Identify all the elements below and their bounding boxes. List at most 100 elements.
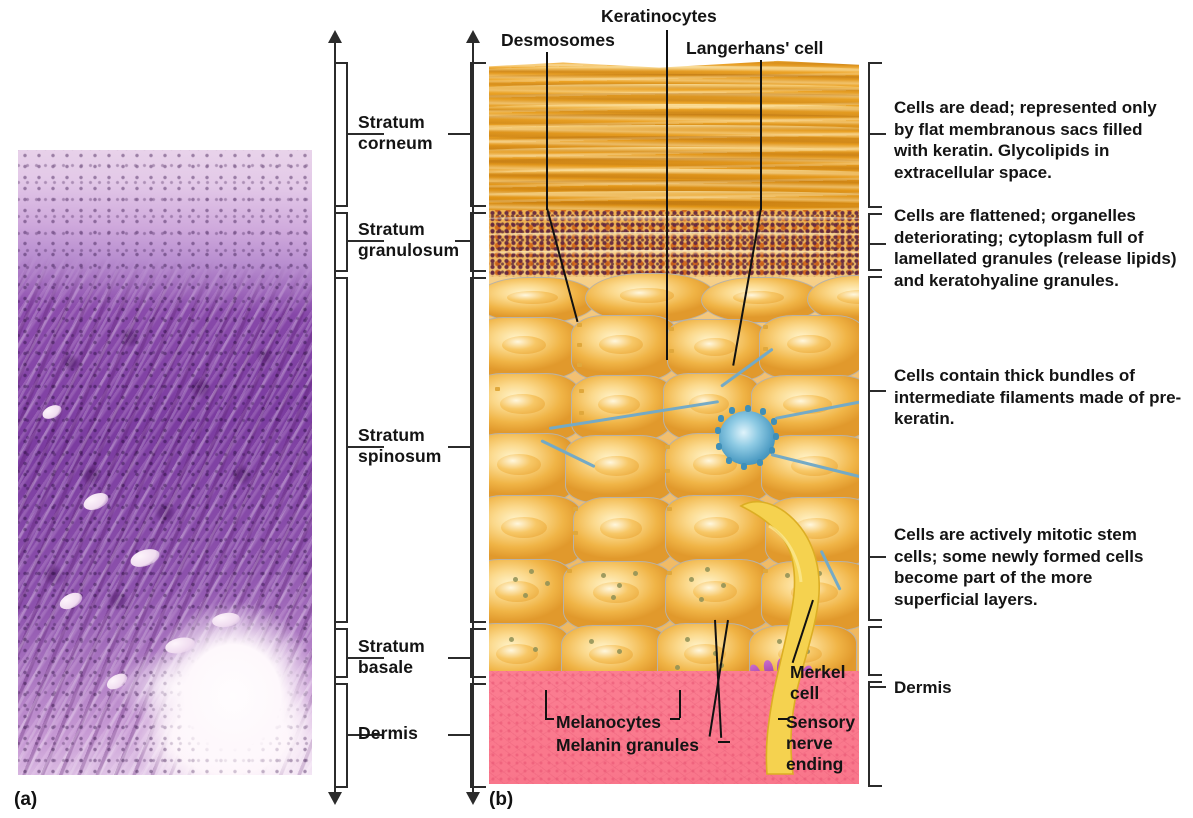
leader-basale	[364, 657, 384, 659]
bracket-basale-spine	[346, 628, 348, 678]
description-dermis: Dermis	[894, 678, 952, 697]
bracket-granulosum-spine	[346, 212, 348, 272]
desc-bracket-dermis-bottom	[868, 785, 882, 787]
keratinocyte	[573, 497, 675, 567]
micrograph-panel-a	[18, 150, 312, 775]
bracket-basale-top	[334, 628, 348, 630]
leader-sensory-nerve	[778, 718, 788, 720]
description-stratum-granulosum: Cells are flattened; organelles deterior…	[894, 206, 1177, 290]
leader-melanocyte-left	[545, 690, 547, 718]
bracket-granulosum-bottom	[334, 270, 348, 272]
leader-spinosum	[364, 446, 384, 448]
leader-keratinocytes	[666, 30, 668, 360]
leader-dermis	[364, 734, 384, 736]
desc-tick-granulosum	[870, 243, 886, 245]
illus-bracket-basale-bottom	[472, 676, 486, 678]
leader-granulosum-right	[455, 240, 470, 242]
callout-melanocytes: Melanocytes	[556, 712, 662, 732]
keratinocyte	[667, 319, 769, 381]
illus-bracket-dermis-spine	[470, 683, 472, 788]
label-dermis: Dermis	[358, 723, 418, 743]
desc-bracket-spinosum-bottom	[868, 619, 882, 621]
bracket-corneum-spine	[346, 62, 348, 207]
bracket-dermis-top	[334, 683, 348, 685]
desc-bracket-basale-bottom	[868, 674, 882, 676]
desc-bracket-granulosum-spine	[868, 213, 870, 271]
desc-bracket-spinosum-spine	[868, 276, 870, 621]
callout-melanin-granules: Melanin granules	[556, 735, 699, 755]
illustration-axis-arrow-up	[466, 30, 480, 43]
illus-bracket-dermis-bottom	[472, 786, 486, 788]
panel-b-tag: (b)	[489, 789, 514, 810]
description-stratum-corneum: Cells are dead; represented only by flat…	[894, 98, 1157, 182]
desc-tick-dermis	[870, 686, 886, 688]
leader-corneum	[364, 133, 384, 135]
epidermis-axis-arrow-down	[328, 792, 342, 805]
callout-sensory-nerve-ending: Sensory nerve ending	[786, 712, 856, 774]
keratinocyte	[563, 561, 675, 631]
bracket-granulosum-tick	[348, 240, 364, 242]
epidermis-axis-arrow-up	[328, 30, 342, 43]
bracket-dermis-bottom	[334, 786, 348, 788]
keratinocyte	[489, 373, 581, 441]
desc-tick-corneum	[870, 133, 886, 135]
illustration-axis-line	[472, 42, 474, 792]
desc-bracket-corneum-top	[868, 62, 882, 64]
bracket-spinosum-spine	[346, 277, 348, 623]
bracket-corneum-tick	[348, 133, 364, 135]
desc-tick-spinosum	[870, 390, 886, 392]
illus-bracket-spinosum-top	[472, 277, 486, 279]
desc-bracket-basale-top	[868, 626, 882, 628]
bracket-basale-tick	[348, 657, 364, 659]
leader-basale-right	[448, 657, 470, 659]
micrograph-lumen	[123, 600, 312, 775]
illus-bracket-spinosum-bottom	[472, 621, 486, 623]
epidermis-axis-line	[334, 42, 336, 792]
illus-bracket-basale-spine	[470, 628, 472, 678]
illus-bracket-spinosum-spine	[470, 277, 472, 623]
label-stratum-corneum: Stratum corneum	[358, 112, 433, 153]
illus-bracket-dermis-top	[472, 683, 486, 685]
langerhans-cell	[713, 405, 781, 471]
leader-langerhans-1	[760, 60, 762, 210]
keratinocyte	[571, 315, 677, 381]
desc-bracket-spinosum-top	[868, 276, 882, 278]
illus-bracket-granulosum-top	[472, 212, 486, 214]
skin-surface-contour	[489, 58, 859, 68]
illus-bracket-granulosum-bottom	[472, 270, 486, 272]
label-stratum-basale: Stratum basale	[358, 636, 425, 677]
label-stratum-spinosum: Stratum spinosum	[358, 425, 442, 466]
desc-bracket-granulosum-top	[868, 213, 882, 215]
stratum-corneum-layer	[489, 58, 859, 210]
illustration-axis-arrow-down	[466, 792, 480, 805]
bracket-spinosum-tick	[348, 446, 364, 448]
leader-spinosum-right	[448, 446, 470, 448]
bracket-spinosum-bottom	[334, 621, 348, 623]
leader-corneum-right	[448, 133, 470, 135]
desc-bracket-dermis-top	[868, 681, 882, 683]
callout-desmosomes: Desmosomes	[501, 30, 615, 50]
leader-melanin-granules-foot	[718, 741, 730, 743]
description-stratum-basale: Cells are actively mitotic stem cells; s…	[894, 525, 1144, 609]
desc-tick-basale	[870, 556, 886, 558]
callout-langerhans-cell: Langerhans' cell	[686, 38, 824, 58]
leader-granulosum	[364, 240, 384, 242]
desc-bracket-basale-spine	[868, 626, 870, 676]
desc-bracket-dermis-spine	[868, 681, 870, 787]
keratinocyte	[585, 273, 717, 323]
keratinocyte	[489, 495, 583, 567]
desc-bracket-corneum-bottom	[868, 206, 882, 208]
bracket-corneum-bottom	[334, 205, 348, 207]
label-stratum-granulosum: Stratum granulosum	[358, 219, 460, 260]
keratinocyte	[571, 375, 673, 441]
keratinocyte	[489, 559, 573, 631]
langerhans-cell-body	[719, 411, 775, 465]
illus-bracket-basale-top	[472, 628, 486, 630]
skin-epidermis-illustration	[489, 58, 859, 784]
stratum-granulosum-layer	[489, 210, 859, 277]
keratinocyte	[489, 317, 581, 379]
illus-bracket-corneum-bottom	[472, 205, 486, 207]
bracket-dermis-spine	[346, 683, 348, 788]
keratinocyte	[759, 315, 859, 379]
leader-melanocyte-right	[679, 690, 681, 718]
